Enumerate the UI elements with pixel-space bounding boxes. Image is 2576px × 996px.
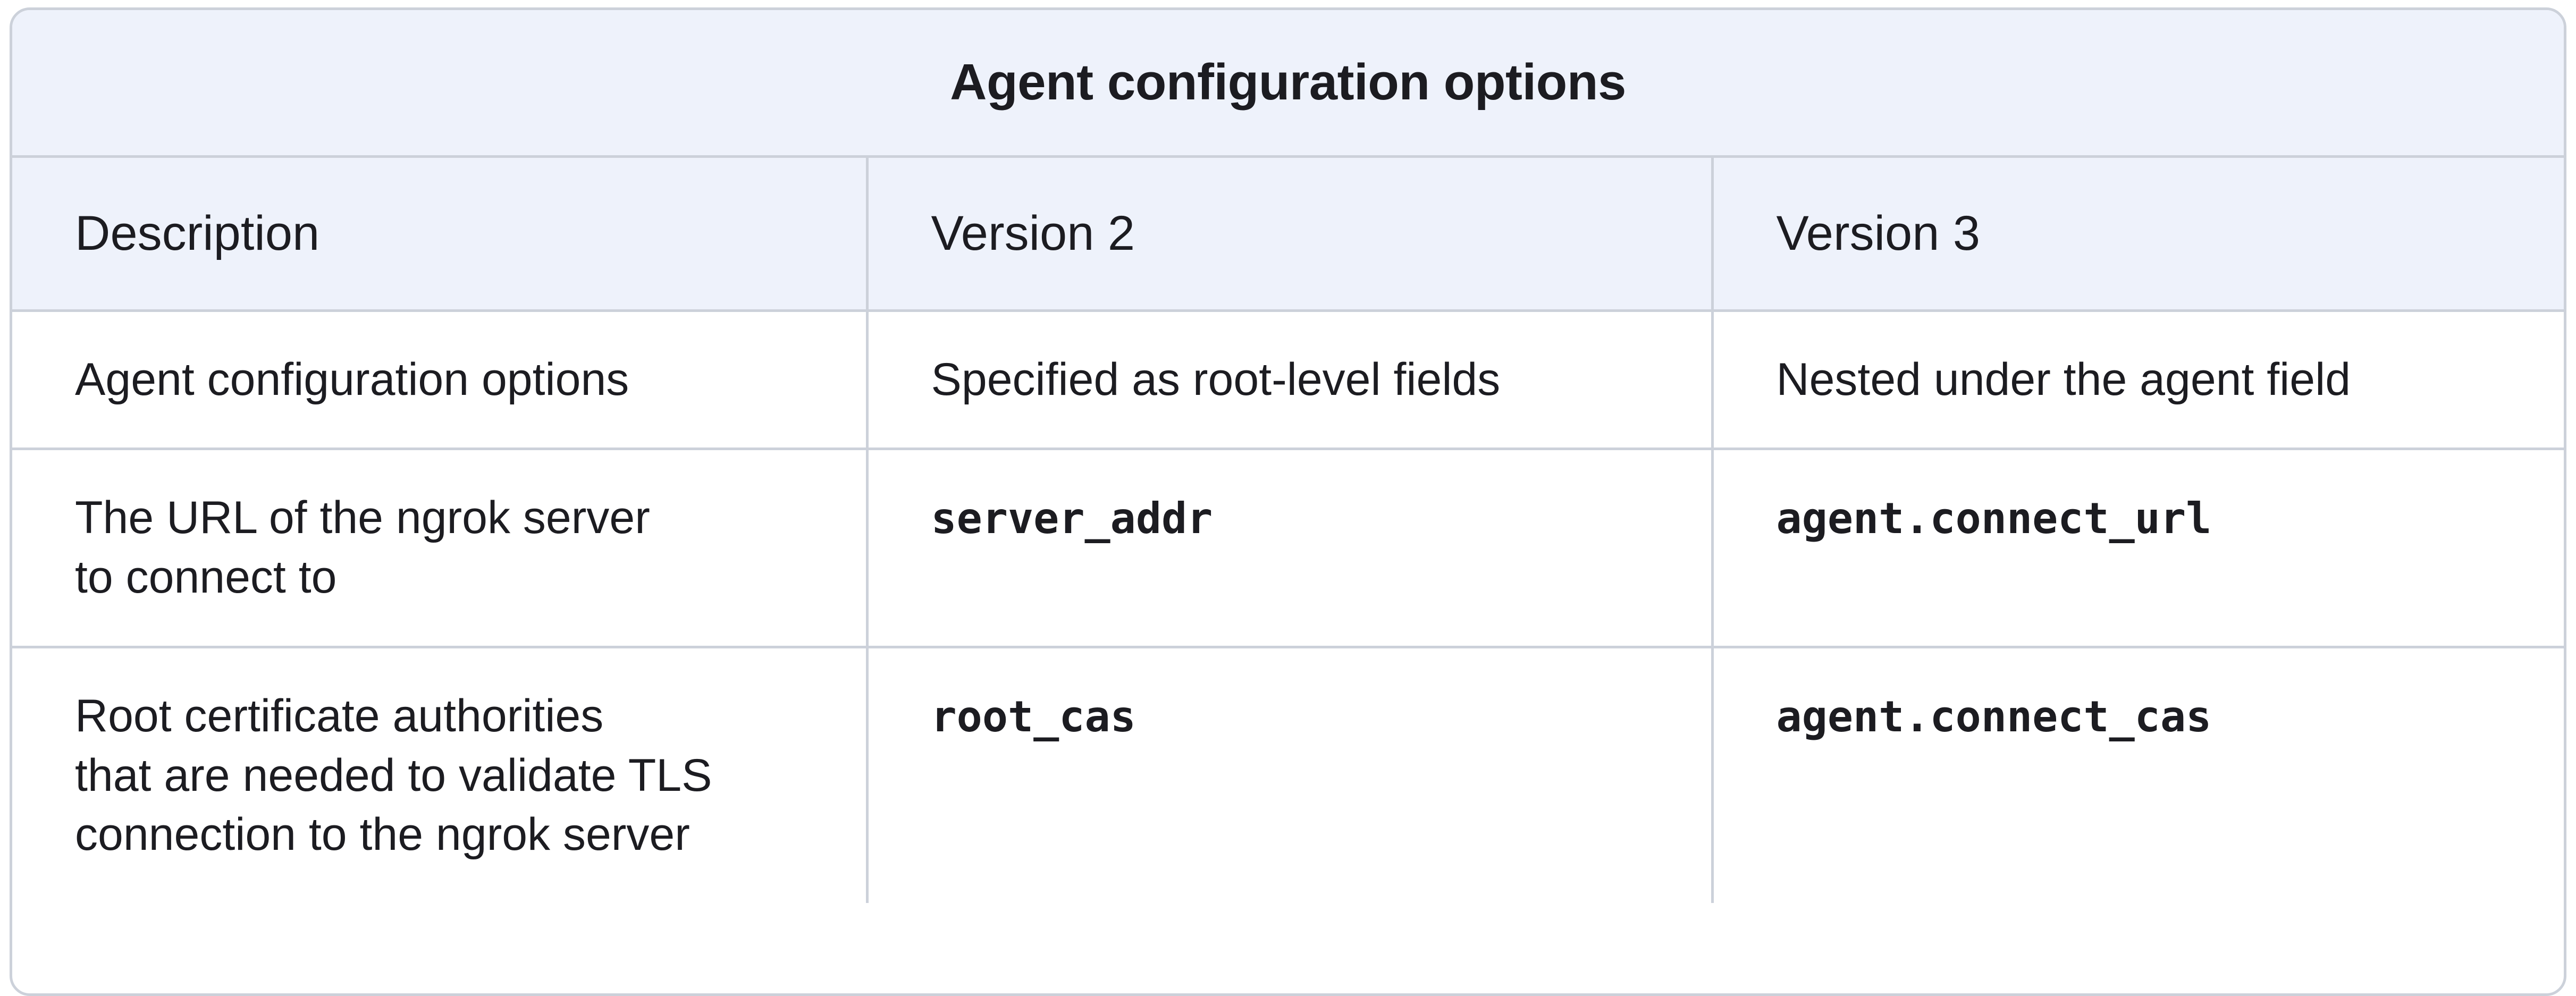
code-token-agent-connect-cas: agent.connect_cas [1776,691,2212,741]
cell-version-2: Specified as root-level fields [867,310,1714,451]
column-header-description: Description [12,156,869,312]
column-header-version-3: Version 3 [1712,156,2564,312]
cell-description: Root certificate authorities that are ne… [12,647,869,904]
table-row: The URL of the ngrok server to connect t… [12,449,2564,648]
comparison-table: Agent configuration options Description … [12,10,2564,904]
table-row: Agent configuration options Specified as… [12,310,2564,451]
cell-version-3: agent.connect_url [1712,449,2564,648]
cell-description: The URL of the ngrok server to connect t… [12,449,869,648]
column-header-version-2: Version 2 [867,156,1714,312]
code-token-agent-connect-url: agent.connect_url [1776,494,2212,544]
table-row: Root certificate authorities that are ne… [12,647,2564,904]
table-caption: Agent configuration options [12,10,2564,158]
cell-version-3: Nested under the agent field [1712,310,2564,451]
cell-version-2: root_cas [867,647,1714,904]
agent-configuration-options-table-card: Agent configuration options Description … [10,7,2566,996]
cell-version-2: server_addr [867,449,1714,648]
cell-description: Agent configuration options [12,310,869,451]
cell-version-3: agent.connect_cas [1712,647,2564,904]
code-token-server-addr: server_addr [931,494,1213,544]
table-header-row: Description Version 2 Version 3 [12,156,2564,312]
code-token-root-cas: root_cas [931,691,1136,741]
table-caption-row: Agent configuration options [12,10,2564,158]
